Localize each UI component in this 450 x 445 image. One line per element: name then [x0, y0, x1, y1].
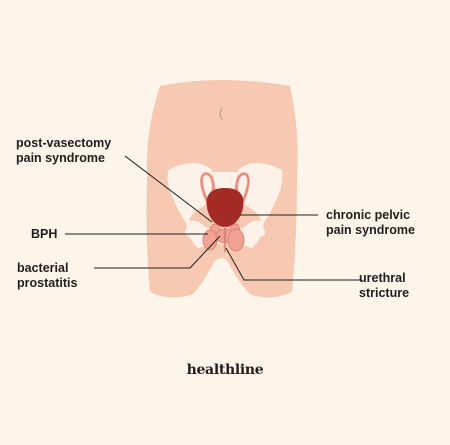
- label-bph: BPH: [31, 227, 58, 241]
- leader-lines: [65, 155, 362, 281]
- healthline-logo: healthline: [186, 362, 264, 378]
- leader-post-vasectomy: [124, 155, 213, 223]
- label-urethral-stricture: urethral stricture: [359, 271, 410, 300]
- navel: [219, 107, 223, 120]
- bladder: [206, 188, 244, 227]
- leader-bacterial: [94, 235, 221, 269]
- testicle-left: [202, 229, 218, 251]
- label-bacterial-prostatitis: bacterial prostatitis: [17, 261, 78, 290]
- testicle-right: [227, 228, 245, 252]
- label-post-vasectomy: post-vasectomy pain syndrome: [16, 136, 112, 165]
- vas-deferens-outline: [201, 173, 249, 215]
- leader-urethral: [225, 247, 362, 281]
- label-chronic-pelvic: chronic pelvic pain syndrome: [326, 208, 415, 237]
